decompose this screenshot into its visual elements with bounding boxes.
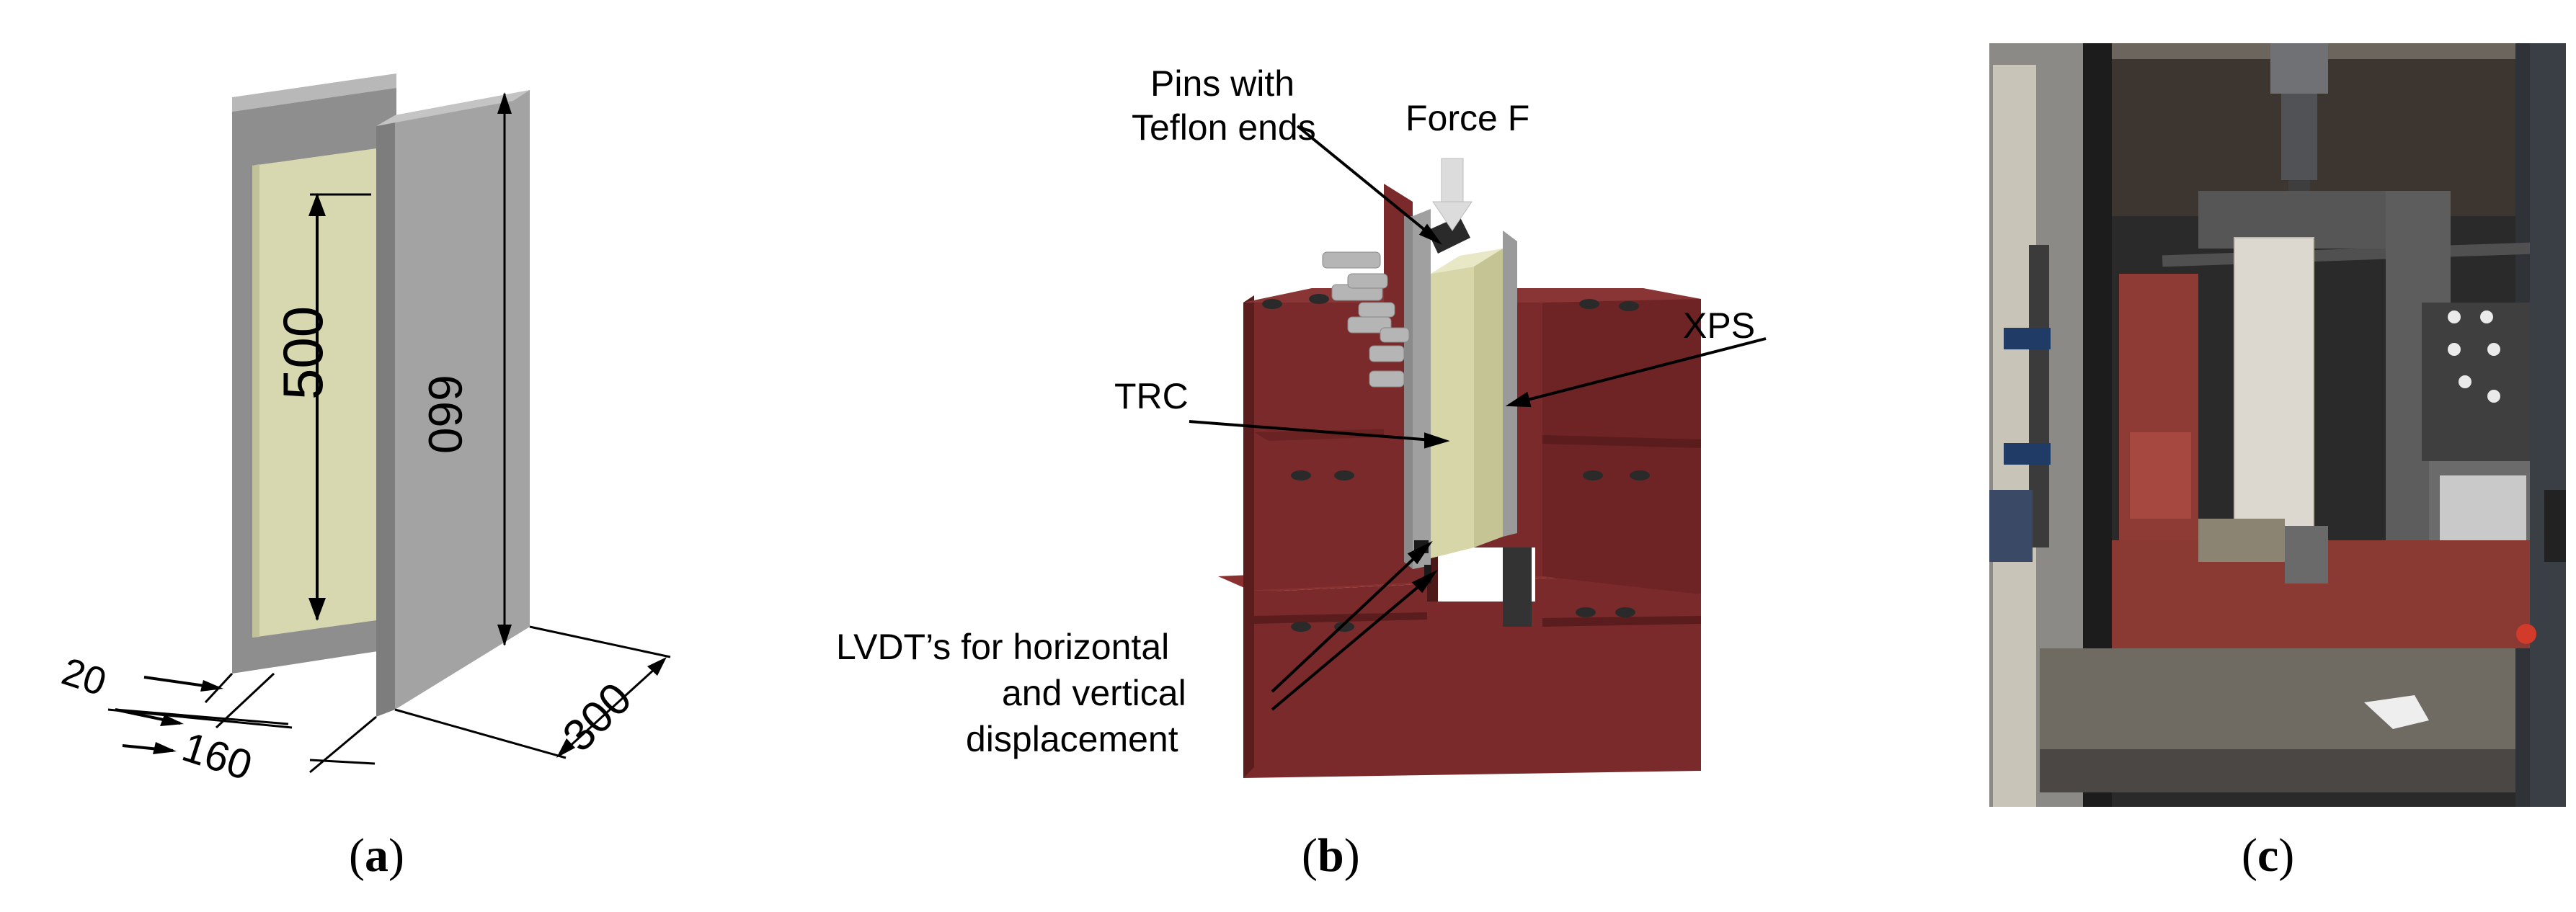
- label-lvdt-line1: LVDT’s for horizontal: [836, 627, 1170, 667]
- label-pins-line1: Pins with: [1150, 63, 1295, 104]
- caption-b: (b): [1302, 828, 1360, 883]
- pins: [1322, 251, 1410, 388]
- back-panel-top-edge: [232, 73, 396, 112]
- label-trc: TRC: [1114, 376, 1189, 416]
- caption-c: (c): [2242, 828, 2294, 883]
- test-rig-photo: [1989, 43, 2566, 807]
- dark-support: [1503, 547, 1532, 627]
- caption-b-letter: b: [1317, 829, 1344, 882]
- xps-block-side: [1474, 249, 1503, 547]
- dim-height-outer: 660: [419, 375, 472, 455]
- caption-c-open: (: [2242, 829, 2257, 882]
- caption-a: (a): [349, 828, 404, 883]
- caption-c-close: ): [2278, 829, 2295, 882]
- label-xps: XPS: [1683, 305, 1756, 346]
- caption-b-open: (: [1302, 829, 1318, 882]
- caption-b-close: ): [1343, 829, 1360, 882]
- panel-a-specimen-geometry: 500 660 300 160 20 (a): [0, 0, 721, 912]
- load-head: [1427, 216, 1470, 254]
- front-panel-side: [376, 115, 395, 717]
- front-panel: [395, 90, 530, 710]
- caption-c-letter: c: [2257, 829, 2279, 882]
- dim-height-inner: 500: [271, 305, 334, 400]
- label-force: Force F: [1405, 98, 1530, 138]
- label-pins-line2: Teflon ends: [1132, 107, 1316, 148]
- label-lvdt-line2: and vertical: [1002, 673, 1186, 713]
- trc-panel-right: [1503, 231, 1517, 537]
- frame-left-side: [1243, 295, 1254, 778]
- xps-block-top: [1431, 249, 1503, 274]
- trc-panel-side: [1404, 216, 1413, 569]
- force-arrow-head: [1432, 201, 1473, 231]
- label-lvdt-line3: displacement: [966, 719, 1178, 759]
- front-panel-top: [376, 90, 530, 126]
- xps-core-shade: [252, 164, 259, 638]
- caption-a-letter: a: [364, 829, 388, 882]
- caption-a-open: (: [349, 829, 365, 882]
- test-setup-drawing: [1189, 125, 1767, 778]
- panel-c-photo: (c): [1960, 0, 2576, 912]
- force-arrow-shaft: [1441, 158, 1464, 202]
- specimen-geometry-drawing: [107, 73, 671, 774]
- xps-block: [1431, 267, 1474, 558]
- trc-panel: [1413, 209, 1431, 569]
- panel-b-test-setup: Pins with Teflon ends Force F XPS TRC LV…: [793, 0, 1787, 912]
- caption-a-close: ): [388, 829, 404, 882]
